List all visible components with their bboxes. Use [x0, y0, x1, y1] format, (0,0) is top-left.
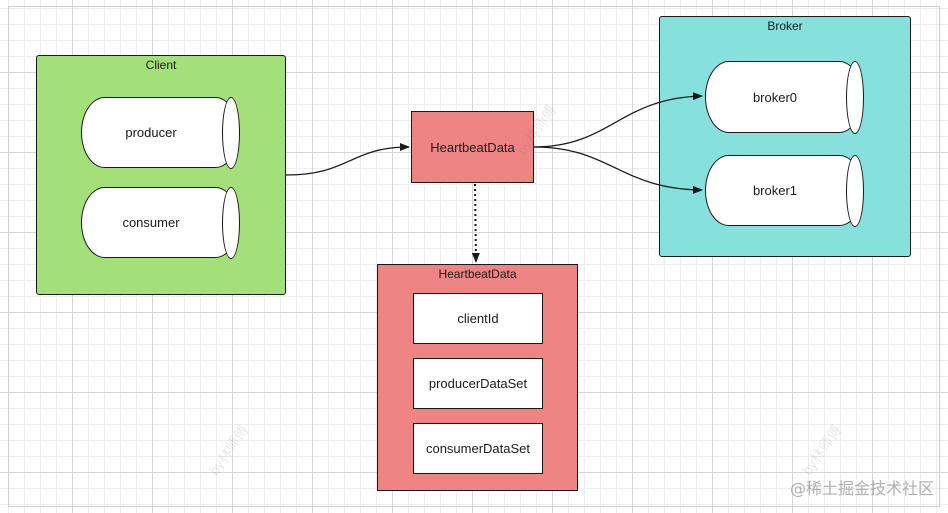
broker0-label: broker0 [752, 89, 798, 105]
heartbeat-node-label: HeartbeatData [430, 139, 515, 155]
edge-heartbeat-to-broker0[interactable] [533, 92, 703, 148]
edge-heartbeat-to-detail[interactable] [471, 183, 480, 263]
heartbeat-detail-group[interactable]: HeartbeatData clientId producerDataSet c… [377, 264, 578, 491]
heartbeat-node[interactable]: HeartbeatData [411, 111, 534, 183]
edge-heartbeat-to-broker1[interactable] [533, 146, 703, 194]
broker1-label: broker1 [752, 183, 798, 198]
consumer-label: consumer [122, 215, 180, 230]
edge-client-to-heartbeat[interactable] [285, 143, 410, 176]
clientid-field[interactable]: clientId [413, 293, 543, 344]
consumer-cap [221, 186, 240, 259]
client-group[interactable]: Client producer consumer [36, 55, 286, 295]
broker0-node[interactable]: broker0 [705, 60, 864, 134]
broker0-cap [845, 60, 864, 134]
producer-cap [221, 96, 240, 169]
clientid-field-label: clientId [457, 311, 499, 326]
heartbeat-detail-title: HeartbeatData [438, 267, 517, 281]
producer-node[interactable]: producer [81, 96, 240, 169]
consumerdataset-field-label: consumerDataSet [425, 441, 531, 456]
broker1-node[interactable]: broker1 [705, 154, 864, 227]
broker1-cap [845, 154, 864, 227]
producerdataset-field-label: producerDataSet [428, 376, 528, 391]
consumer-node[interactable]: consumer [81, 186, 240, 259]
broker-title: Broker [767, 19, 803, 33]
consumerdataset-field[interactable]: consumerDataSet [413, 423, 543, 474]
producerdataset-field[interactable]: producerDataSet [413, 358, 543, 409]
client-title: Client [145, 58, 177, 72]
broker-group[interactable]: Broker broker0 broker1 [659, 16, 911, 257]
producer-label: producer [125, 125, 177, 140]
site-watermark: @稀土掘金技术社区 [789, 479, 934, 498]
